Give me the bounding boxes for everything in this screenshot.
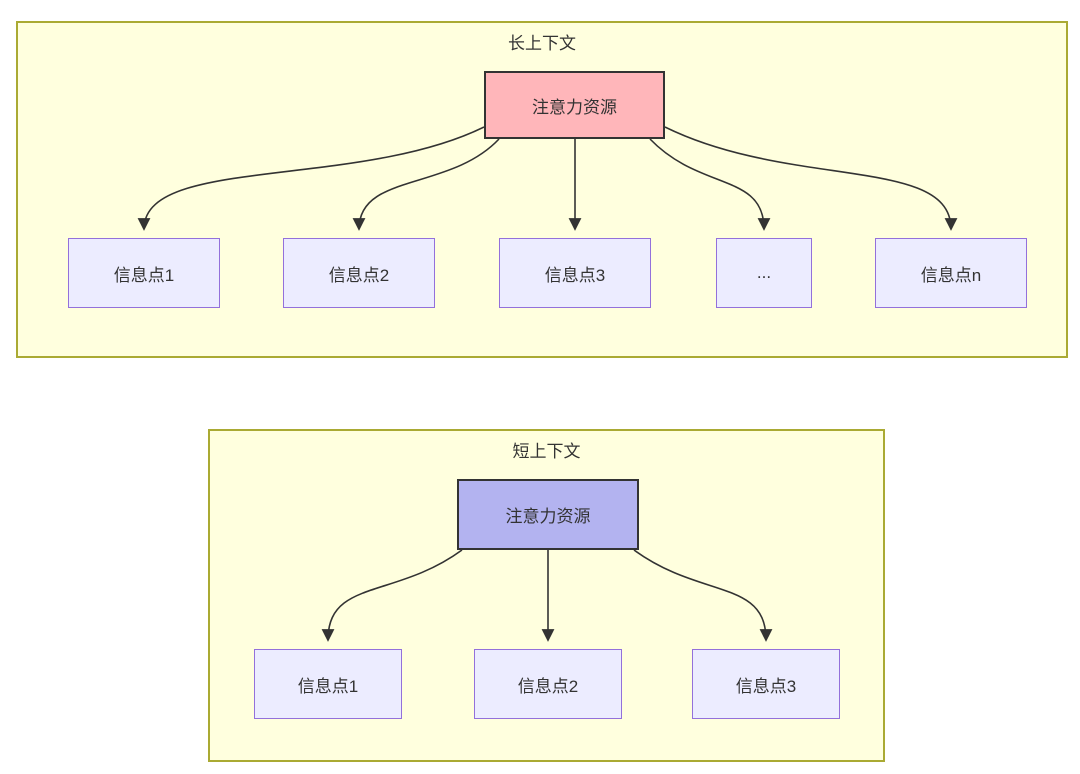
node-attention-resources-long: 注意力资源	[484, 71, 665, 139]
node-info-point-n-long: 信息点n	[875, 238, 1027, 308]
edge-long-to-infon	[664, 126, 958, 231]
node-info-point-1-long: 信息点1	[68, 238, 220, 308]
node-info-point-1-short: 信息点1	[254, 649, 402, 719]
node-info-point-3-short: 信息点3	[692, 649, 840, 719]
group-long-title: 长上下文	[508, 34, 576, 53]
node-info-point-3-long: 信息点3	[499, 238, 651, 308]
edge-short-to-info3	[633, 549, 773, 642]
group-short-title: 短上下文	[512, 442, 581, 461]
node-attention-resources-short: 注意力资源	[457, 479, 639, 550]
node-info-point-2-short: 信息点2	[474, 649, 622, 719]
node-info-point-2-long: 信息点2	[283, 238, 435, 308]
group-short-context: 短上下文 注意力资源 信息点1 信息点2 信息点3	[208, 429, 885, 762]
group-long-context: 长上下文 注意力资源 信息点1 信息点2 信息点3 ... 信息点n	[16, 21, 1068, 358]
edge-long-to-info2	[352, 138, 500, 231]
edge-long-to-dots	[649, 138, 771, 231]
node-info-point-ellipsis: ...	[716, 238, 812, 308]
edge-short-to-info1	[321, 549, 463, 642]
edge-long-to-info1	[137, 126, 485, 231]
